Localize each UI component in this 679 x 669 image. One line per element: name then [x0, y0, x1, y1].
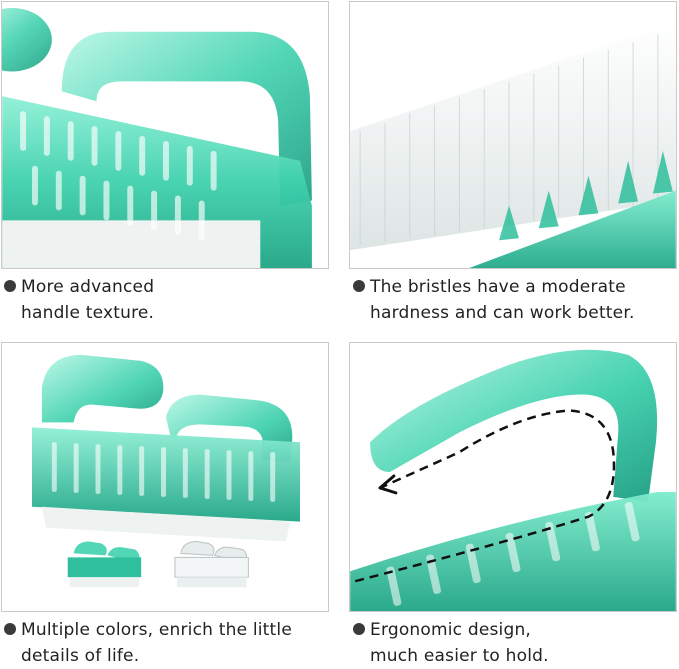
color-variants-image [1, 342, 329, 612]
small-clear-brush [174, 541, 249, 588]
caption-line-2: details of life. [21, 646, 140, 666]
caption-colors: Multiple colors, enrich the little detai… [4, 617, 292, 669]
color-variants-illustration [2, 343, 328, 611]
caption-line-1: More advanced [21, 277, 155, 297]
handle-texture-illustration [2, 2, 328, 268]
caption-line-1: The bristles have a moderate [370, 277, 626, 297]
bullet-dot [353, 280, 365, 292]
grip-path-line [354, 409, 616, 583]
caption-line-1: Multiple colors, enrich the little [21, 620, 292, 640]
bullet-dot [4, 280, 16, 292]
handle-texture-image [1, 1, 329, 269]
ergonomic-design-image [349, 342, 677, 612]
caption-handle-texture: More advanced handle texture. [4, 274, 154, 326]
bullet-dot [4, 623, 16, 635]
large-brush [31, 354, 300, 542]
caption-line-2: handle texture. [21, 303, 155, 323]
bullet-dot [353, 623, 365, 635]
caption-bristles: The bristles have a moderate hardness an… [353, 274, 635, 326]
bristles-illustration [350, 2, 676, 268]
small-teal-brush [67, 541, 142, 588]
caption-ergonomic: Ergonomic design, much easier to hold. [353, 617, 549, 669]
ergonomic-illustration [350, 343, 676, 611]
caption-line-2: hardness and can work better. [370, 303, 635, 323]
caption-line-2: much easier to hold. [370, 646, 549, 666]
bristles-image [349, 1, 677, 269]
arrow-head [378, 474, 398, 495]
caption-line-1: Ergonomic design, [370, 620, 532, 640]
